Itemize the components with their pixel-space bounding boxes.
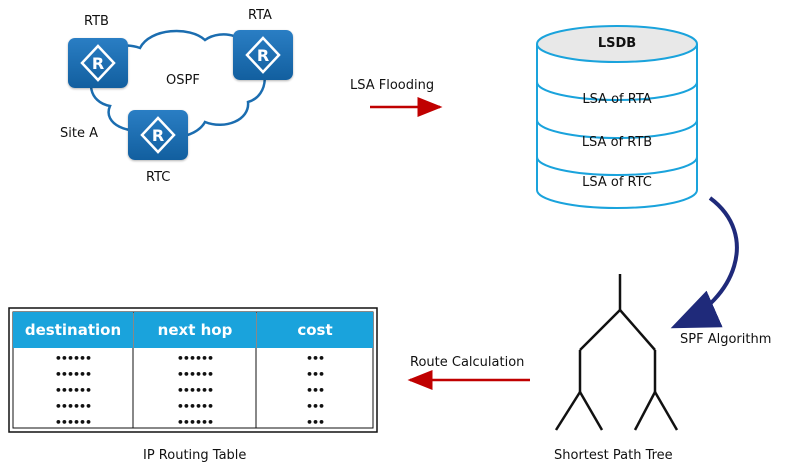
- router-label-rta: RTA: [248, 8, 272, 23]
- table-cell: •••: [305, 416, 325, 429]
- table-cell: ••••••: [176, 416, 214, 429]
- column-header-cost: cost: [257, 312, 373, 348]
- lsdb-cylinder: [536, 25, 698, 209]
- table-cell: ••••••: [54, 416, 92, 429]
- svg-text:R: R: [257, 46, 269, 65]
- router-rtc: R: [128, 110, 188, 160]
- table-cell: ••••••: [176, 400, 214, 413]
- lsdb-entry-rtc: LSA of RTC: [582, 175, 652, 190]
- table-cell: ••••••: [54, 352, 92, 365]
- lsdb-entry-rta: LSA of RTA: [582, 92, 652, 107]
- shortest-path-tree: [554, 274, 679, 431]
- router-rta: R: [233, 30, 293, 80]
- svg-text:R: R: [92, 54, 104, 73]
- spf-algorithm-label: SPF Algorithm: [680, 332, 772, 347]
- table-cell: ••••••: [54, 368, 92, 381]
- table-cell: ••••••: [176, 384, 214, 397]
- spf-arrow: [670, 196, 739, 329]
- table-cell: •••: [305, 400, 325, 413]
- table-cell: •••: [305, 368, 325, 381]
- routing-table: destination next hop cost •••••• •••••• …: [8, 307, 378, 433]
- table-column-cost: ••• ••• ••• ••• •••: [257, 351, 373, 431]
- route-calculation-label: Route Calculation: [410, 355, 525, 370]
- shortest-path-tree-label: Shortest Path Tree: [554, 448, 673, 463]
- table-cell: •••: [305, 352, 325, 365]
- router-rtb: R: [68, 38, 128, 88]
- table-column-next-hop: •••••• •••••• •••••• •••••• ••••••: [134, 351, 256, 431]
- router-icon: R: [245, 36, 281, 74]
- table-cell: ••••••: [54, 400, 92, 413]
- lsdb-entry-rtb: LSA of RTB: [581, 135, 653, 150]
- lsdb-title: LSDB: [597, 36, 637, 51]
- site-label: Site A: [60, 126, 98, 141]
- column-header-next-hop: next hop: [134, 312, 256, 348]
- table-cell: ••••••: [176, 352, 214, 365]
- router-label-rtb: RTB: [84, 14, 109, 29]
- table-cell: ••••••: [54, 384, 92, 397]
- lsa-flooding-label: LSA Flooding: [350, 78, 435, 93]
- router-icon: R: [80, 44, 116, 82]
- table-cell: •••: [305, 384, 325, 397]
- table-cell: ••••••: [176, 368, 214, 381]
- column-header-destination: destination: [13, 312, 133, 348]
- router-icon: R: [140, 116, 176, 154]
- routing-table-caption: IP Routing Table: [143, 448, 247, 463]
- router-label-rtc: RTC: [146, 170, 171, 185]
- table-column-destination: •••••• •••••• •••••• •••••• ••••••: [13, 351, 133, 431]
- svg-text:R: R: [152, 126, 164, 145]
- ospf-label: OSPF: [166, 73, 200, 88]
